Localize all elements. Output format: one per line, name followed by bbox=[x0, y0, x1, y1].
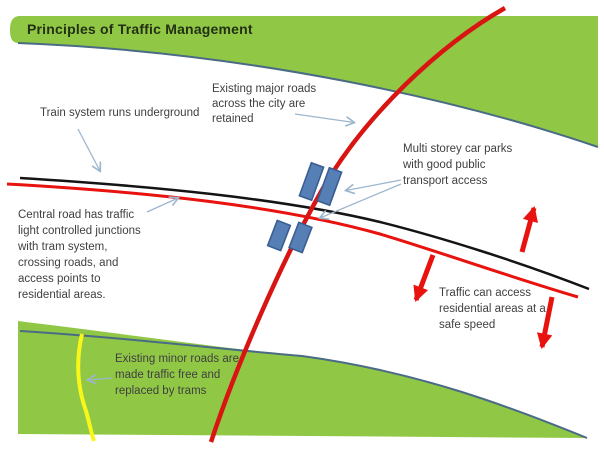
minor-roads-label: Existing minor roads are made traffic fr… bbox=[115, 353, 239, 397]
road-black-train bbox=[19, 176, 590, 291]
road-red-central bbox=[6, 182, 579, 299]
road-yellow-minor bbox=[76, 333, 96, 442]
connector-car-park-arrow-1 bbox=[346, 179, 402, 191]
green-band-top bbox=[10, 16, 598, 147]
green-band-bottom bbox=[18, 321, 587, 438]
connector-train-arrow bbox=[77, 128, 100, 171]
car-parks-label: Multi storey car parks with good public … bbox=[403, 143, 513, 187]
red-down-arrow-right bbox=[536, 296, 555, 350]
green-band-bottom-edge bbox=[19, 330, 588, 439]
car-park-rect bbox=[316, 166, 343, 207]
annotation-connectors bbox=[77, 113, 402, 380]
car-park-rect bbox=[298, 161, 325, 202]
car-park-rect bbox=[266, 219, 292, 252]
traffic-access-label: Traffic can access residential areas at … bbox=[439, 287, 546, 331]
connector-major-roads-arrow bbox=[294, 113, 354, 123]
red-up-arrow bbox=[519, 205, 538, 253]
connector-central-road-arrow bbox=[146, 198, 178, 213]
major-roads-label: Existing major roads across the city are… bbox=[212, 83, 317, 125]
access-arrows bbox=[413, 205, 555, 350]
central-road-label: Central road has traffic light controlle… bbox=[18, 209, 141, 301]
car-park-rects bbox=[266, 161, 343, 254]
red-down-arrow-left bbox=[413, 254, 436, 302]
green-band-top-edge bbox=[17, 42, 599, 148]
slide-title: Principles of Traffic Management bbox=[27, 21, 253, 37]
car-park-rect bbox=[288, 221, 313, 254]
train-label: Train system runs underground bbox=[40, 107, 200, 119]
connector-car-park-arrow-2 bbox=[320, 183, 402, 218]
connector-minor-roads-arrow bbox=[88, 378, 113, 380]
